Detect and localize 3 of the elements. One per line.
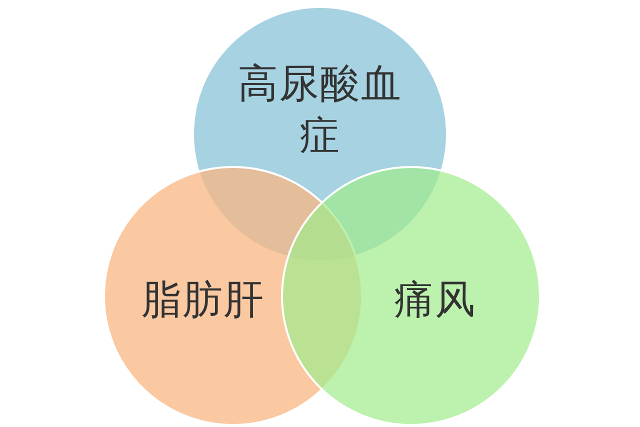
circle-label: 高尿酸血症	[237, 60, 403, 161]
circle-label: 脂肪肝	[140, 276, 266, 325]
circle-label: 痛风	[393, 276, 477, 325]
